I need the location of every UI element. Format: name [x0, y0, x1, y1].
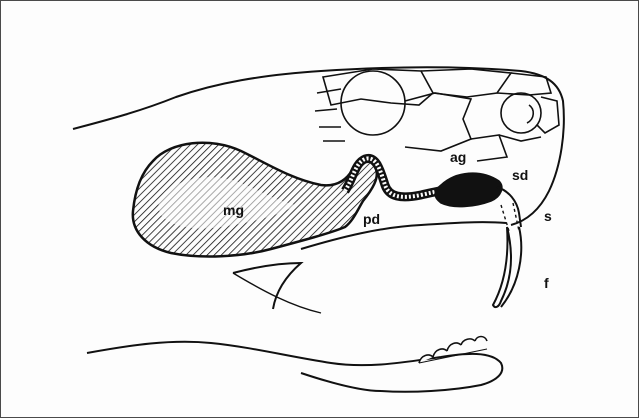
label-secondary-duct: sd — [512, 167, 528, 183]
label-main-gland: mg — [223, 202, 244, 218]
label-sheath: s — [544, 208, 552, 224]
lower-jaw-inner — [233, 263, 301, 309]
head-scales — [315, 69, 559, 161]
fang-sheath — [501, 203, 519, 231]
label-fang: f — [544, 275, 549, 291]
accessory-gland — [435, 173, 502, 207]
label-accessory-gland: ag — [450, 149, 466, 165]
label-primary-duct: pd — [363, 211, 380, 227]
